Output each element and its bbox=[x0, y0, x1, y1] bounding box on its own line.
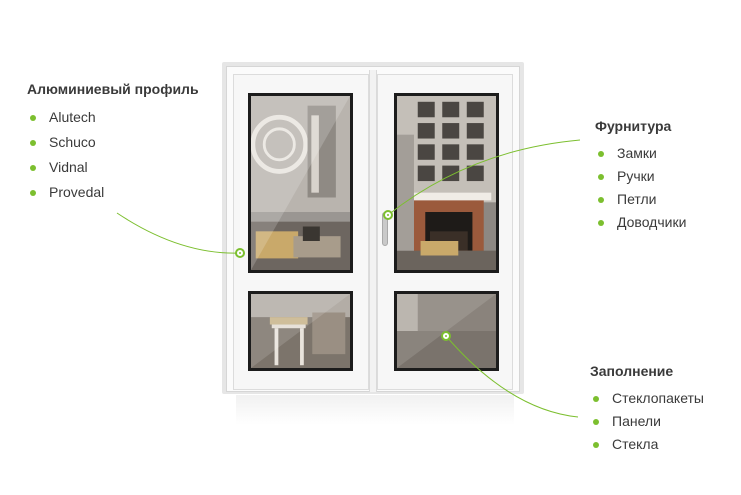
bullet-icon bbox=[598, 173, 604, 180]
bullet-icon bbox=[30, 139, 36, 146]
bullet-icon bbox=[598, 150, 604, 157]
list-item: Стекла bbox=[590, 433, 704, 456]
bullet-icon bbox=[593, 441, 599, 448]
list-item: Ручки bbox=[595, 165, 686, 188]
list-item: Vidnal bbox=[27, 155, 199, 180]
hardware-group: Фурнитура Замки Ручки Петли Доводчики bbox=[595, 118, 686, 234]
glass-lower-left bbox=[248, 291, 353, 371]
list-item: Стеклопакеты bbox=[590, 387, 704, 410]
list-item-label: Замки bbox=[617, 145, 657, 161]
list-item-label: Ручки bbox=[617, 168, 655, 184]
callout-dot-icon bbox=[383, 210, 393, 220]
filling-title: Заполнение bbox=[590, 363, 674, 379]
profile-title: Алюминиевый профиль bbox=[27, 81, 199, 97]
list-item-label: Provedal bbox=[49, 184, 105, 200]
callout-dot-icon bbox=[235, 248, 245, 258]
floor-reflection bbox=[236, 395, 514, 425]
bullet-icon bbox=[30, 164, 36, 171]
list-item-label: Schuco bbox=[49, 134, 96, 150]
callout-dot-icon bbox=[441, 331, 451, 341]
list-item: Замки bbox=[595, 142, 686, 165]
profile-list: Alutech Schuco Vidnal Provedal bbox=[27, 105, 199, 205]
profile-group: Алюминиевый профиль Alutech Schuco Vidna… bbox=[27, 81, 199, 205]
door-mullion bbox=[369, 70, 377, 392]
bullet-icon bbox=[598, 219, 604, 226]
bullet-icon bbox=[593, 395, 599, 402]
list-item: Provedal bbox=[27, 180, 199, 205]
bullet-icon bbox=[598, 196, 604, 203]
filling-group: Заполнение Стеклопакеты Панели Стекла bbox=[590, 363, 704, 456]
filling-list: Стеклопакеты Панели Стекла bbox=[590, 387, 704, 456]
glass-upper-right bbox=[394, 93, 499, 273]
glass-upper-left bbox=[248, 93, 353, 273]
hardware-list: Замки Ручки Петли Доводчики bbox=[595, 142, 686, 234]
list-item-label: Стекла bbox=[612, 436, 659, 452]
list-item: Петли bbox=[595, 188, 686, 211]
list-item: Панели bbox=[590, 410, 704, 433]
list-item: Alutech bbox=[27, 105, 199, 130]
list-item-label: Петли bbox=[617, 191, 657, 207]
bullet-icon bbox=[30, 189, 36, 196]
list-item-label: Стеклопакеты bbox=[612, 390, 704, 406]
hardware-title: Фурнитура bbox=[595, 118, 672, 134]
list-item-label: Доводчики bbox=[617, 214, 687, 230]
list-item-label: Alutech bbox=[49, 109, 96, 125]
list-item: Schuco bbox=[27, 130, 199, 155]
list-item-label: Панели bbox=[612, 413, 661, 429]
bullet-icon bbox=[30, 114, 36, 121]
bullet-icon bbox=[593, 418, 599, 425]
list-item-label: Vidnal bbox=[49, 159, 88, 175]
list-item: Доводчики bbox=[595, 211, 686, 234]
